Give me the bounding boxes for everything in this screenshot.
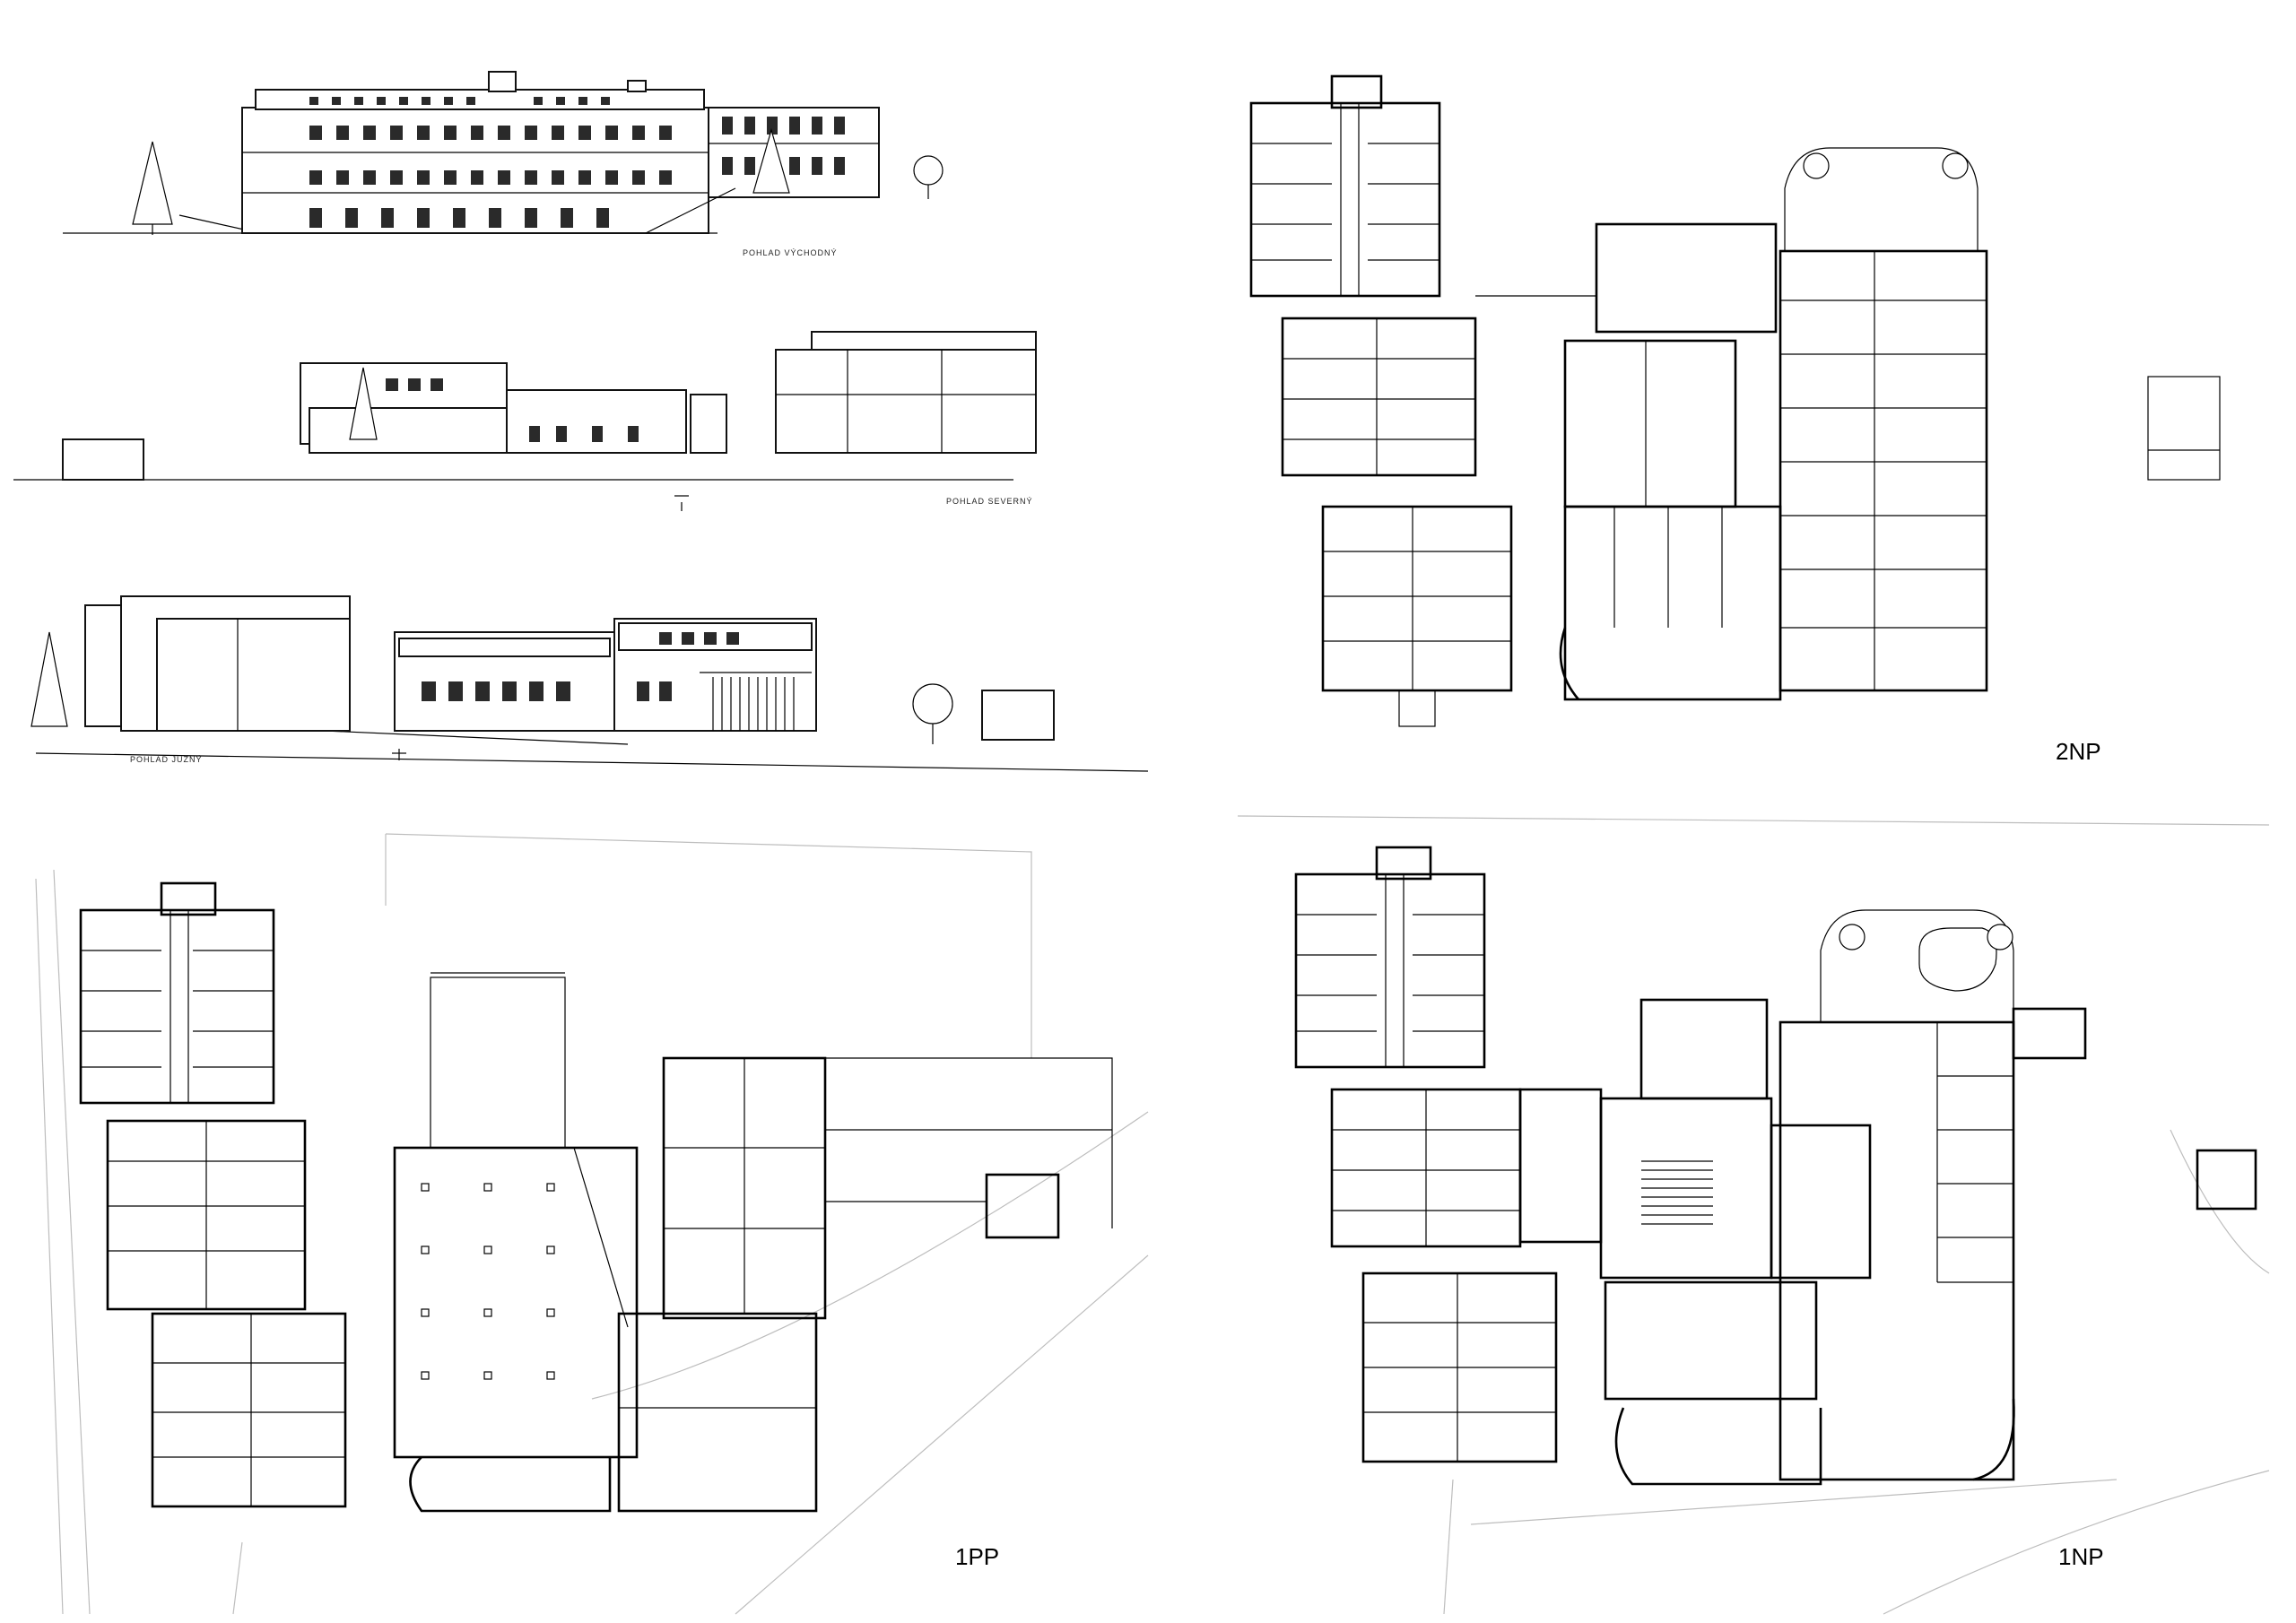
north-elevation: POHLAD SEVERNÝ [13,331,1037,511]
east-wing-windows [722,117,845,175]
south-facade-stripes [712,677,795,731]
plan-2np: 2NP [1249,74,2221,765]
plan-label-2np: 2NP [2056,738,2101,765]
east-window-row-top [309,97,610,105]
east-elevation: POHLAD VÝCHODNÝ [63,71,944,257]
north-windows [386,378,639,442]
tree-icon [1803,152,1830,179]
east-window-row-1 [309,126,672,140]
south-elevation: POHLAD JUŽNÝ [30,595,1149,772]
plan-label-1pp: 1PP [955,1543,999,1570]
plan-1pp: 1PP [35,833,1149,1615]
tree-icon [1942,152,1969,179]
auditorium-seating [1641,1160,1713,1225]
elevation-label-north: POHLAD SEVERNÝ [946,497,1033,506]
plan-label-1np: 1NP [2058,1543,2104,1570]
tree-icon [1987,924,2013,950]
south-windows [422,632,739,701]
elevation-label-south: POHLAD JUŽNÝ [130,755,203,764]
elevation-label-east: POHLAD VÝCHODNÝ [743,248,838,257]
tree-icon [30,631,68,727]
plan-1np: 1NP [1237,815,2270,1615]
tree-icon [913,155,944,199]
east-window-row-2 [309,170,672,185]
tree-icon [349,367,378,440]
tree-icon [132,141,173,235]
tree-icon [1839,924,1866,950]
tree-icon [912,683,953,744]
east-window-row-3 [309,208,609,228]
column-grid [421,1183,555,1380]
tree-icon [752,127,790,194]
